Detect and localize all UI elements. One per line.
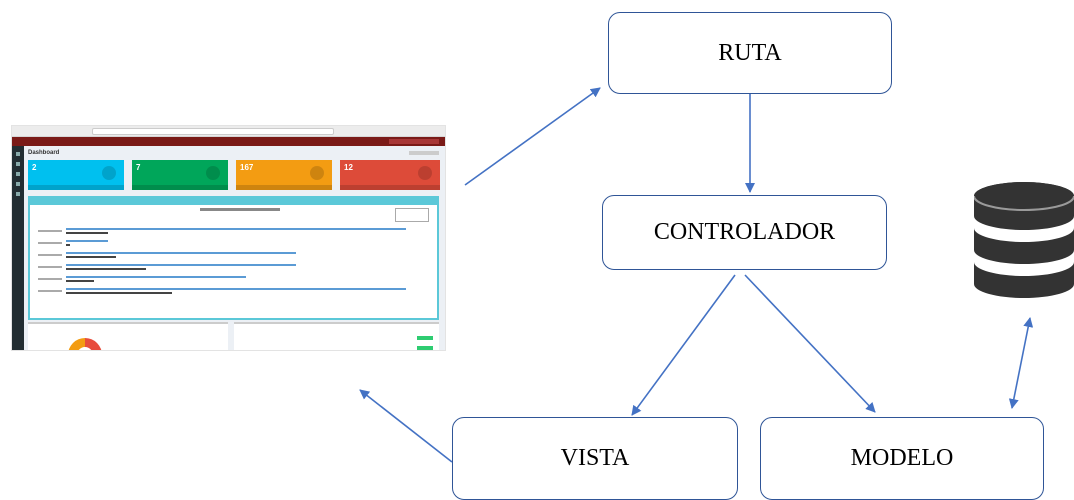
node-ruta-label: RUTA [718, 39, 782, 66]
stat-card: 12 [340, 160, 440, 190]
sidebar [12, 146, 24, 350]
node-controlador-label: CONTROLADOR [653, 219, 836, 245]
node-vista-label: VISTA [560, 445, 630, 471]
breadcrumb [409, 151, 439, 155]
node-vista: VISTA [452, 417, 738, 500]
database-icon [974, 182, 1074, 298]
node-modelo: MODELO [760, 417, 1044, 500]
arrow-vista-to-screenshot [359, 389, 453, 463]
dashboard-content: Dashboard 2 7 167 12 [24, 146, 445, 350]
donut-chart [68, 338, 102, 350]
page-title: Dashboard [28, 150, 60, 156]
chart-panel [28, 196, 439, 320]
user-icon [102, 166, 116, 180]
arrow-controlador-to-modelo [744, 274, 876, 413]
donut-panel [28, 322, 228, 350]
home-icon [206, 166, 220, 180]
node-ruta: RUTA [608, 12, 892, 94]
app-header [12, 137, 445, 146]
stat-card: 167 [236, 160, 332, 190]
stat-card: 2 [28, 160, 124, 190]
user-menu [389, 139, 439, 144]
chart-legend [395, 208, 429, 222]
arrow-modelo-database [1008, 317, 1034, 409]
node-modelo-label: MODELO [850, 445, 954, 471]
chart-icon [418, 166, 432, 180]
list-panel [234, 322, 439, 350]
dashboard-screenshot: Dashboard 2 7 167 12 [12, 126, 445, 350]
heart-icon [310, 166, 324, 180]
arrow-controlador-to-vista [631, 274, 736, 416]
browser-toolbar [12, 126, 445, 137]
node-controlador: CONTROLADOR [602, 195, 887, 270]
stat-card: 7 [132, 160, 228, 190]
url-bar [92, 128, 334, 135]
arrow-screenshot-to-ruta [464, 87, 601, 186]
